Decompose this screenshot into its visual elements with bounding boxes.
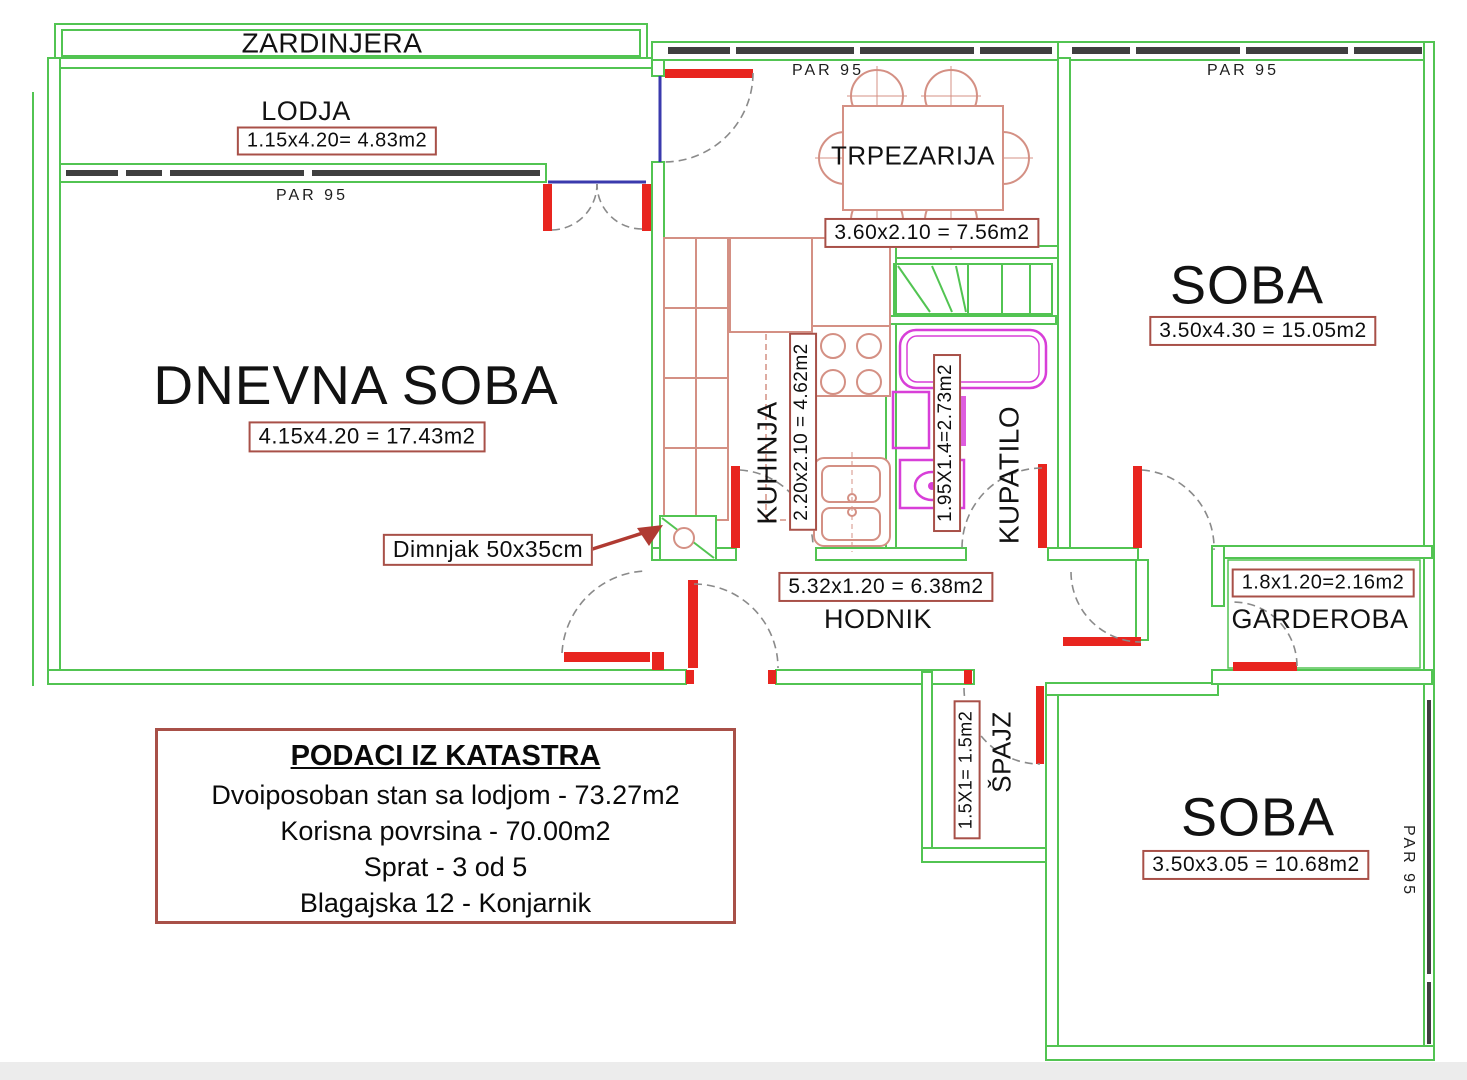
dim-label-kupatilo: 1.95X1.4=2.73m2 <box>933 353 961 533</box>
dimnjak-callout: Dimnjak 50x35cm <box>382 533 594 567</box>
parcel-label-soba-gornja: PAR 95 <box>1207 62 1279 80</box>
kataster-info-box: PODACI IZ KATASTRA Dvoiposoban stan sa l… <box>155 728 736 924</box>
room-label-kupatilo: KUPATILO <box>993 405 1025 545</box>
kataster-line-apartment: Dvoiposoban stan sa lodjom - 73.27m2 <box>211 780 680 810</box>
scan-edge-strip <box>0 1062 1467 1080</box>
room-label-soba-donja: SOBA <box>1180 787 1336 848</box>
bathtub <box>898 328 1048 390</box>
door-swing-arcs <box>551 72 1298 765</box>
room-label-kuhinja: KUHINJA <box>751 401 783 525</box>
stove <box>811 325 891 397</box>
kitchen-furniture <box>663 237 891 552</box>
kataster-line-usable-area: Korisna povrsina - 70.00m2 <box>280 815 611 846</box>
chimney <box>659 515 717 561</box>
dim-label-lodja: 1.15x4.20= 4.83m2 <box>236 126 438 156</box>
bathroom-shelf <box>893 263 1053 315</box>
room-label-dnevna-soba: DNEVNA SOBA <box>153 353 559 416</box>
parcel-label-lodja: PAR 95 <box>276 187 348 205</box>
balcony-thresholds <box>548 76 662 184</box>
doors <box>543 69 1297 764</box>
kataster-line-floor: Sprat - 3 od 5 <box>363 851 528 882</box>
washing-machine <box>891 390 931 450</box>
parcel-label-soba-donja: PAR 95 <box>1399 825 1417 897</box>
kataster-title: PODACI IZ KATASTRA <box>290 740 601 772</box>
room-label-trpezarija: TRPEZARIJA <box>831 140 995 171</box>
toilet <box>898 458 966 510</box>
dim-label-kuhinja: 2.20x2.10 = 4.62m2 <box>789 333 817 531</box>
dim-label-trpezarija: 3.60x2.10 = 7.56m2 <box>824 217 1040 249</box>
dim-label-hodnik: 5.32x1.20 = 6.38m2 <box>778 571 994 603</box>
room-label-garderoba: GARDEROBA <box>1231 604 1409 635</box>
upper-counter <box>729 237 891 333</box>
dim-label-soba-gornja: 3.50x4.30 = 15.05m2 <box>1149 315 1377 347</box>
dim-label-spajz: 1.5X1= 1.5m2 <box>953 700 981 840</box>
room-label-spajz: ŠPAJZ <box>986 711 1017 793</box>
kataster-line-address: Blagajska 12 - Konjarnik <box>299 887 592 918</box>
room-label-hodnik: HODNIK <box>823 604 933 635</box>
dim-label-soba-donja: 3.50x3.05 = 10.68m2 <box>1142 849 1370 881</box>
dim-label-garderoba: 1.8x1.20=2.16m2 <box>1231 568 1415 598</box>
dim-label-dnevna-soba: 4.15x4.20 = 17.43m2 <box>248 421 486 453</box>
room-label-soba-gornja: SOBA <box>1169 255 1325 316</box>
window-glazing <box>66 47 1431 1044</box>
room-label-lodja: LODJA <box>261 96 351 127</box>
dining-table <box>842 105 1004 211</box>
room-label-zardinjera: ZARDINJERA <box>241 27 423 59</box>
parcel-label-trpezarija: PAR 95 <box>792 62 864 80</box>
